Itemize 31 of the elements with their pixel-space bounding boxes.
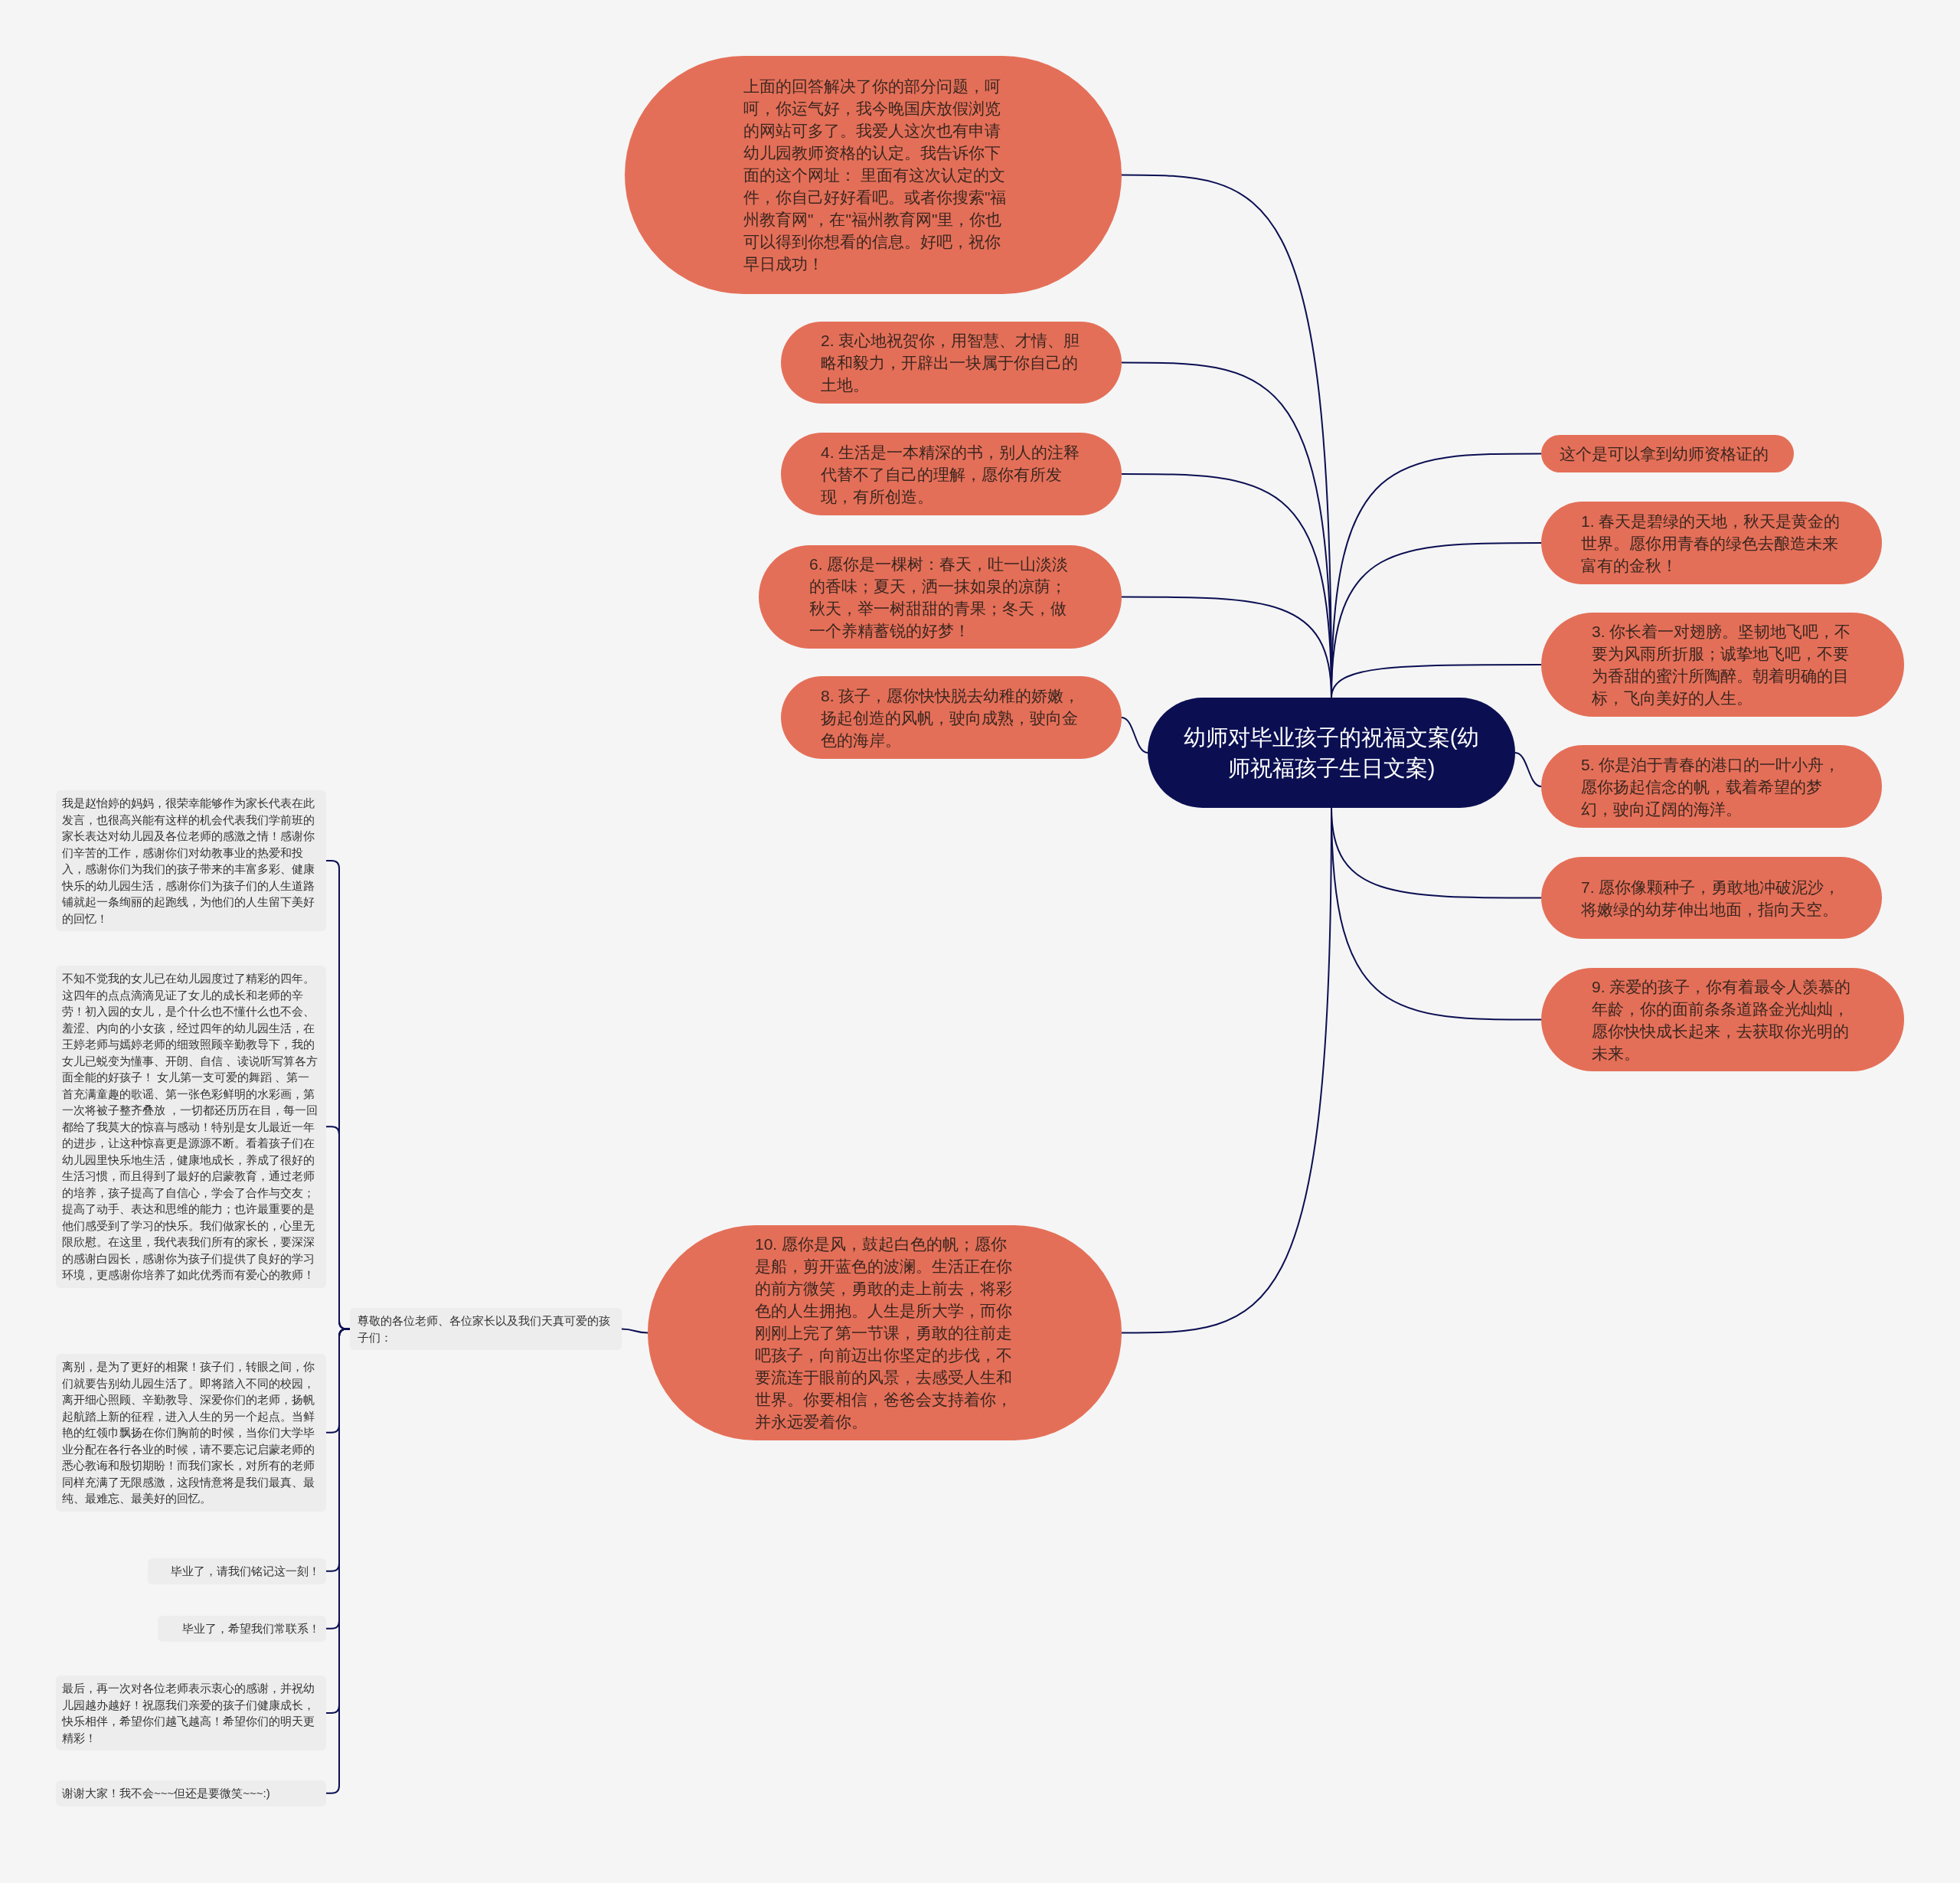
topic-text: 4. 生活是一本精深的书，别人的注释代替不了自己的理解，愿你有所发现，有所创造。 <box>821 442 1081 507</box>
topic-text: 这个是可以拿到幼师资格证的 <box>1560 444 1769 464</box>
connector-line <box>1514 752 1542 787</box>
connector-line <box>1121 717 1148 754</box>
topic-text: 毕业了，请我们铭记这一刻！ <box>170 1564 320 1579</box>
topic-text: 尊敬的各位老师、各位家长以及我们天真可爱的孩子们： <box>358 1313 611 1345</box>
topic-text: 8. 孩子，愿你快快脱去幼稚的娇嫩，扬起创造的风帆，驶向成熟，驶向金色的海岸。 <box>821 685 1081 750</box>
topic-text: 6. 愿你是一棵树：春天，吐一山淡淡的香味；夏天，洒一抹如泉的凉荫；秋天，举一树甜甜的青果；冬天，做一个养精蓄锐的好梦！ <box>809 554 1070 641</box>
topic-text: 2. 衷心地祝贺你，用智慧、才情、胆略和毅力，开辟出一块属于你自己的土地。 <box>821 331 1081 395</box>
topic-text: 10. 愿你是风，鼓起白色的帆；愿你是船，剪开蓝色的波澜。生活正在你的前方微笑，勇敢的走上前去，将彩色的人生拥抱。人生是所大学，而你刚刚上完了第一节课，勇敢的往前走吧孩子，向前迈出你坚定的步伐，不要流连于眼前的风景，去感受人生和世界。你要相信，爸爸会支持着你，并永远爱着你。 <box>755 1234 1013 1432</box>
note-card <box>148 1558 326 1584</box>
topic-text: 5. 你是泊于青春的港口的一叶小舟，愿你扬起信念的帆，载着希望的梦幻，驶向辽阔的海洋。 <box>1581 754 1841 819</box>
note-card <box>56 1675 326 1751</box>
topic-text: 7. 愿你像颗种子，勇敢地冲破泥沙，将嫩绿的幼芽伸出地面，指向天空。 <box>1581 877 1841 920</box>
topic-text: 离别，是为了更好的相聚！孩子们，转眼之间，你们就要告别幼儿园生活了。即将踏入不同的校园，离开细心照顾、辛勤教导、深爱你们的老师，扬帆起航踏上新的征程，进入人生的另一个起点。当鲜艳的红领巾飘扬在你们胸前的时候，当你们大学毕业分配在各行各业的时候，请不要忘记启蒙老师的悉心教诲和殷切期盼！而我们家长，对所有的老师同样充满了无限感激，这段情意将是我们最真、最纯、最难忘、最美好的回忆。 <box>62 1359 315 1506</box>
topic-text: 3. 你长着一对翅膀。坚韧地飞吧，不要为风雨所折服；诚挚地飞吧，不要为香甜的蜜汁所陶醉。朝着明确的目标，飞向美好的人生。 <box>1592 622 1852 708</box>
topic-text: 毕业了，希望我们常联系！ <box>181 1621 320 1636</box>
connector-line <box>621 1328 648 1334</box>
note-card <box>350 1308 622 1350</box>
connector-line <box>1331 664 1542 698</box>
note-card <box>56 1780 326 1806</box>
topic-text: 9. 亲爱的孩子，你有着最令人羡慕的年龄，你的面前条条道路金光灿灿，愿你快快成长起来，去获取你光明的未来。 <box>1592 976 1852 1064</box>
topic-text: 最后，再一次对各位老师表示衷心的感谢，并祝幼儿园越办越好！祝愿我们亲爱的孩子们健康成长，快乐相伴，希望你们越飞越高！希望你们的明天更精彩！ <box>62 1681 315 1746</box>
topic-pill <box>1541 435 1794 472</box>
topic-title: 幼师对毕业孩子的祝福文案(幼师祝福孩子生日文案) <box>1182 724 1481 782</box>
note-card <box>158 1616 326 1642</box>
topic-text: 1. 春天是碧绿的天地，秋天是黄金的世界。愿你用青春的绿色去酿造未来富有的金秋！ <box>1581 511 1841 576</box>
topic-text: 上面的回答解决了你的部分问题，呵呵，你运气好，我今晚国庆放假浏览的网站可多了。我爱人这次也有申请幼儿园教师资格的认定。我告诉你下面的这个网址： 里面有这次认定的文件，你自己好好看吧。或者你搜索"福州教育网"，在"福州教育网"里，你也可以得到你想看的信息。好吧，祝你早日成功！ <box>743 77 1007 274</box>
topic-text: 谢谢大家！我不会~~~但还是要微笑~~~:) <box>62 1786 271 1801</box>
topic-text: 我是赵怡婷的妈妈，很荣幸能够作为家长代表在此发言，也很高兴能有这样的机会代表我们学前班的家长表达对幼儿园及各位老师的感激之情！感谢你们辛苦的工作，感谢你们对幼教事业的热爱和投入，感谢你们为我们的孩子带来的丰富多彩、健康快乐的幼儿园生活，感谢你们为孩子们的人生道路铺就起一条绚丽的起跑线，为他们的人生留下美好的回忆！ <box>62 796 315 927</box>
topic-text: 不知不觉我的女儿已在幼儿园度过了精彩的四年。这四年的点点滴滴见证了女儿的成长和老师的辛劳！初入园的女儿，是个什么也不懂什么也不会、羞涩、内向的小女孩，经过四年的幼儿园生活，在王婷老师与嫣婷老师的细致照顾辛勤教导下，我的女儿已蜕变为懂事、开朗、自信 、读说听写算各方面全能的好孩子！ 女儿第一支可爱的舞蹈 、第一首充满童趣的歌谣、第一张色彩鲜明的水彩画，第一次将被子整齐叠放 ，一切都还历历在目，每一回都给了我莫大的惊喜与感动！特别是女儿最近一年的进步，让这种惊喜更是源源不断。看着孩子们在幼儿园里快乐地生活，健康地成长，养成了很好的生活习惯，而且得到了最好的启蒙教育，通过老师的培养，孩子提高了自信心，学会了合作与交友；提高了动手、表达和思维的能力；也许最重要的是他们感受到了学习的快乐。我们做家长的，心里无限欣慰。在这里，我代表我们所有的家长，要深深的感谢白园长，感谢你为孩子们提供了良好的学习环境，更感谢你培养了如此优秀而有爱心的教师！ <box>62 971 319 1283</box>
